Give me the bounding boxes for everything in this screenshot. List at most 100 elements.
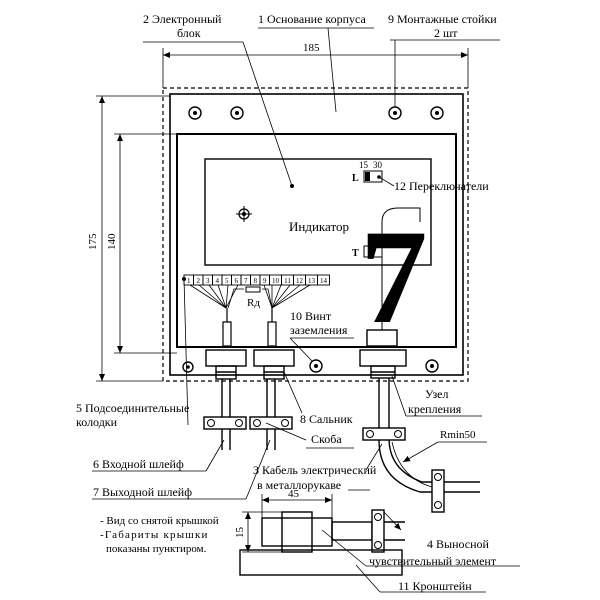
dim-sensor-height-value: 15	[234, 527, 246, 539]
label-gland: 8 Сальник	[300, 412, 353, 426]
dim-width-value: 185	[303, 42, 320, 54]
input-cable	[221, 379, 231, 450]
electronic-block	[204, 158, 432, 266]
label-cable: 3 Кабель электрический	[253, 463, 377, 477]
mounting-hole	[182, 361, 194, 373]
label-mounting-posts-2: 2 шт	[434, 26, 458, 40]
cable-clamp	[249, 416, 293, 430]
dim-sensor-height	[242, 511, 282, 553]
cable-clamp	[431, 469, 445, 513]
mounting-hole	[188, 106, 202, 120]
metal-hose-cable	[378, 378, 480, 493]
leader-bracket	[355, 564, 381, 593]
terminal-number: 13	[308, 277, 316, 285]
note-line-3: показаны пунктиром.	[106, 543, 207, 555]
leader-input-loop	[205, 439, 225, 472]
wire-fan-left	[189, 284, 244, 309]
label-ground-screw-2: заземления	[290, 323, 348, 337]
leader-rmin	[402, 441, 439, 463]
leader-cable	[365, 443, 383, 471]
internal-cable	[381, 207, 421, 330]
leader-mounting-unit	[391, 375, 407, 417]
terminal-number: 14	[320, 277, 328, 285]
terminal-number: 11	[284, 277, 291, 285]
note-line-1: - Вид со снятой крышкой	[100, 515, 219, 527]
switch-l	[363, 170, 383, 183]
leader-terminal-blocks	[183, 277, 189, 426]
label-sensor-2: чувствительный элемент	[369, 554, 497, 568]
terminal-number: 12	[296, 277, 304, 285]
ground-screw-hole	[309, 359, 323, 373]
cover-outline-dashed	[162, 87, 469, 382]
dim-height-outer	[96, 95, 170, 382]
dim-height-outer-value: 175	[87, 233, 99, 250]
leader-electronic-block	[242, 41, 293, 187]
gland-right	[359, 349, 407, 379]
label-terminal-blocks-2: колодки	[76, 415, 118, 429]
label-bracket: 11 Кронштейн	[398, 579, 472, 593]
mounting-hole	[430, 106, 444, 120]
label-mounting-unit-2: крепления	[408, 402, 462, 416]
mounting-hole	[425, 359, 439, 373]
remote-sensor	[261, 511, 373, 553]
dim-sensor-length-value: 45	[288, 488, 300, 500]
bracket	[239, 549, 403, 576]
label-mounting-posts: 9 Монтажные стойки	[388, 12, 497, 26]
leader-output-loop	[245, 439, 271, 500]
terminal-number: 1	[187, 277, 191, 285]
leader-base	[327, 27, 337, 113]
label-mounting-unit: Узел	[425, 387, 449, 401]
inner-frame	[176, 133, 457, 348]
switch-l-knob	[365, 172, 370, 181]
leader-rmin-extra	[383, 511, 402, 531]
label-rmin: Rmin50	[440, 429, 476, 441]
terminal-cell	[317, 274, 330, 286]
resistor	[245, 286, 261, 293]
terminal-number: 10	[272, 277, 280, 285]
terminal-number: 6	[235, 277, 239, 285]
label-input-loop: 6 Входной шлейф	[93, 457, 184, 471]
leader-dot	[377, 175, 381, 179]
indicator-label: Индикатор	[289, 219, 349, 234]
terminal-number: 2	[197, 277, 201, 285]
leader-switches	[378, 176, 395, 187]
wire-fan-right	[262, 284, 311, 309]
bend-radius-arc	[391, 441, 433, 488]
output-cable	[266, 379, 276, 450]
note-line-2: -Габариты крышки	[100, 529, 209, 541]
switch-30-label: 30	[373, 160, 383, 170]
terminal-number: 5	[225, 277, 229, 285]
wire-lead	[222, 321, 232, 347]
display-digit: 7	[360, 203, 428, 352]
leader-bracket-clip	[265, 422, 307, 441]
leader-dot	[290, 184, 294, 188]
terminal-number: 4	[216, 277, 220, 285]
label-base: 1 Основание корпуса	[258, 12, 367, 26]
mounting-hole	[230, 106, 244, 120]
label-electronic-block-2: блок	[177, 26, 201, 40]
dim-sensor-length	[261, 494, 333, 518]
dim-height-inner	[114, 133, 177, 354]
label-ground-screw: 10 Винт	[290, 309, 332, 323]
dim-width	[162, 48, 469, 88]
label-terminal-blocks: 5 Подсоединительные	[76, 401, 189, 415]
terminal-number: 3	[206, 277, 210, 285]
label-electronic-block: 2 Электронный	[143, 12, 222, 26]
wire-lead	[267, 321, 277, 347]
label-cable-2: в металлорукаве	[257, 478, 341, 492]
resistor-label: Rд	[247, 297, 260, 309]
housing-base	[169, 93, 464, 376]
label-bracket-clip: Скоба	[311, 432, 342, 446]
terminal-number: 8	[254, 277, 258, 285]
leader-sensor	[321, 529, 367, 567]
terminal-number: 9	[263, 277, 267, 285]
label-sensor: 4 Выносной	[427, 537, 490, 551]
indicator-symbol	[236, 206, 252, 222]
cable-clamp	[371, 509, 385, 553]
leader-gland	[283, 371, 303, 414]
switch-l-label: L	[352, 173, 359, 184]
dim-height-inner-value: 140	[106, 233, 118, 250]
switch-15-label: 15	[359, 160, 369, 170]
terminal-number: 7	[244, 277, 248, 285]
